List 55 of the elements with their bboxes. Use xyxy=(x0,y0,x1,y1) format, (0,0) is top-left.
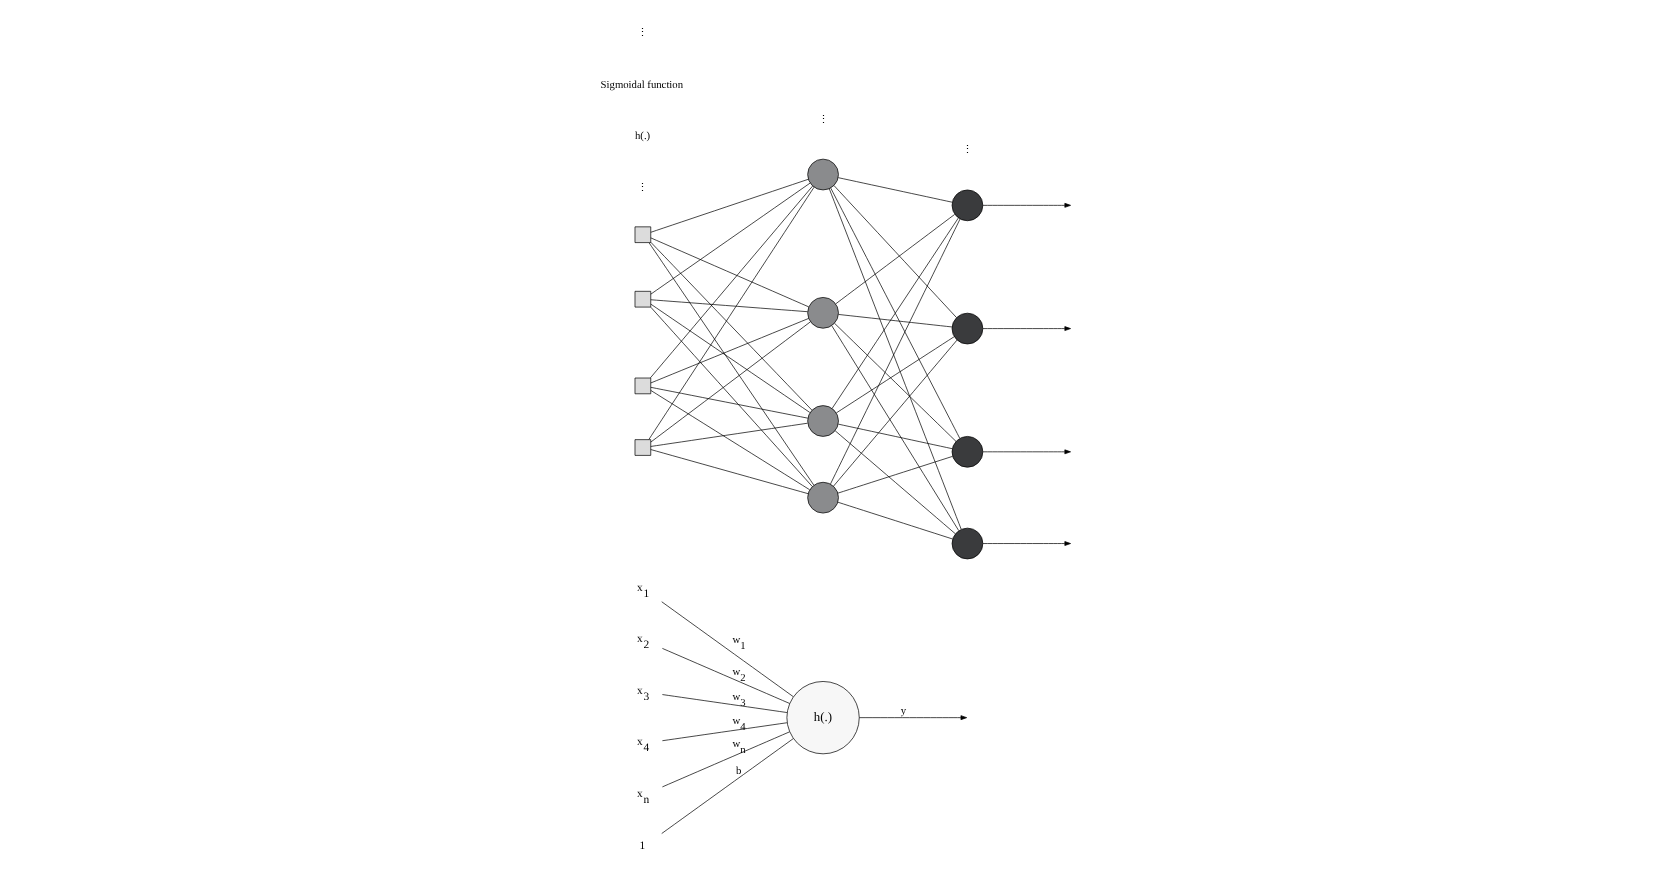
connector xyxy=(833,322,956,442)
connector xyxy=(649,237,808,308)
connector xyxy=(833,430,955,535)
node-circle xyxy=(806,297,838,329)
connector xyxy=(834,336,954,414)
connector xyxy=(649,449,808,495)
connector xyxy=(647,186,814,440)
connector xyxy=(829,187,960,439)
connector xyxy=(661,648,789,704)
connector xyxy=(830,325,959,531)
connector xyxy=(836,423,952,450)
node-circle xyxy=(806,405,838,437)
connector xyxy=(649,318,808,384)
connector xyxy=(832,339,957,487)
arrow xyxy=(981,449,1070,455)
node-circle xyxy=(950,312,983,345)
connector xyxy=(649,182,810,295)
connector xyxy=(649,321,810,443)
node-circle xyxy=(950,436,983,468)
connector xyxy=(836,501,952,540)
connector xyxy=(832,185,956,318)
node-box xyxy=(633,439,651,456)
arrow xyxy=(857,715,967,720)
connector xyxy=(834,214,955,305)
connector xyxy=(649,422,807,447)
arrow xyxy=(981,326,1070,331)
connector xyxy=(661,731,789,788)
connector xyxy=(827,188,961,530)
connector xyxy=(829,218,960,485)
connector xyxy=(649,303,810,413)
arrow xyxy=(981,203,1070,208)
node-circle xyxy=(950,527,983,560)
node-circle xyxy=(806,481,838,514)
connector xyxy=(649,390,809,491)
node-circle xyxy=(950,189,983,222)
connector xyxy=(649,386,808,419)
node-circle xyxy=(806,158,838,191)
node-box xyxy=(633,226,651,243)
connector xyxy=(649,185,812,379)
connector xyxy=(660,738,793,834)
connector xyxy=(837,314,952,328)
connector xyxy=(830,217,958,409)
connector xyxy=(649,178,808,233)
node-box xyxy=(633,377,651,395)
connector xyxy=(647,242,814,486)
connector xyxy=(649,306,812,487)
connector xyxy=(649,241,812,411)
node-box xyxy=(633,290,651,308)
arrow xyxy=(981,541,1070,546)
connector xyxy=(660,601,793,698)
connector xyxy=(836,177,952,203)
connector xyxy=(661,694,787,713)
connector xyxy=(836,456,952,494)
connector xyxy=(649,299,807,313)
connector xyxy=(661,722,787,742)
